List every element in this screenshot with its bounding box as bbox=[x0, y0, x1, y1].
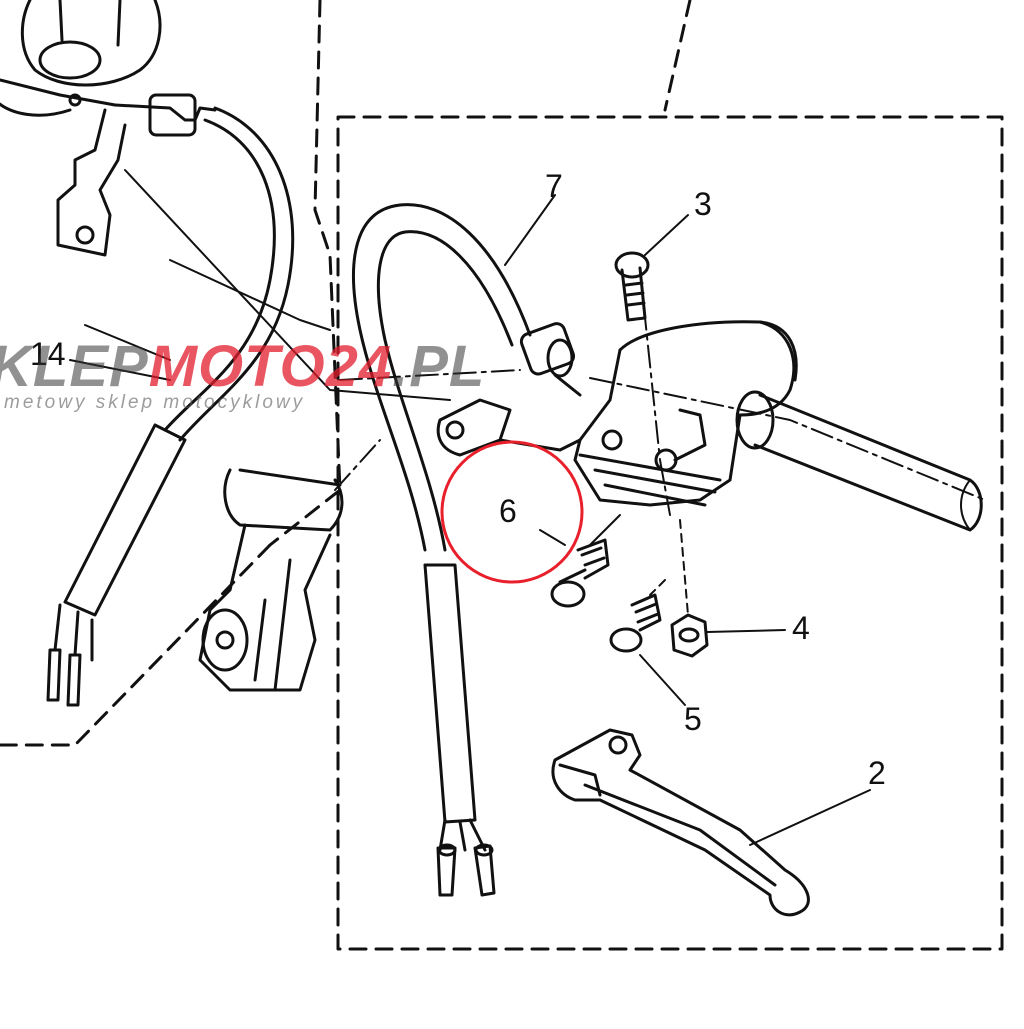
part-4-nut bbox=[670, 519, 786, 658]
part-7-switch-cable bbox=[352, 203, 582, 897]
handlebar-centerline bbox=[334, 269, 986, 516]
watermark-text-gray: KLEP bbox=[0, 334, 149, 399]
part-3-screw bbox=[614, 214, 689, 322]
callout-3: 3 bbox=[694, 186, 712, 222]
handlebar-grip bbox=[735, 390, 983, 532]
lever-holder bbox=[436, 320, 798, 507]
part-2-lever bbox=[551, 728, 871, 917]
part-6-screw bbox=[539, 514, 621, 608]
part-7-leader bbox=[504, 194, 556, 266]
left-cable bbox=[46, 93, 295, 707]
watermark-logo: KLEPMOTO24.PL bbox=[0, 338, 485, 396]
highlight-circle bbox=[440, 440, 584, 584]
left-leader-lines bbox=[84, 169, 451, 401]
callout-14: 14 bbox=[30, 336, 66, 372]
callout-4: 4 bbox=[792, 610, 810, 646]
left-assembly-boundary bbox=[0, 0, 692, 747]
watermark-tagline: metowy sklep motocyklowy bbox=[4, 392, 306, 413]
part-5-screw bbox=[609, 579, 686, 706]
exploded-group-box bbox=[336, 115, 1004, 951]
watermark-text-red: MOTO24 bbox=[148, 334, 393, 399]
callout-6: 6 bbox=[499, 493, 517, 529]
callout-2: 2 bbox=[868, 755, 886, 791]
left-switch-housing bbox=[0, 0, 162, 257]
callout-7: 7 bbox=[545, 168, 563, 204]
part-14-leader bbox=[69, 359, 171, 381]
watermark-text-suffix: .PL bbox=[392, 334, 486, 399]
left-lever-bracket bbox=[198, 468, 344, 692]
callout-5: 5 bbox=[684, 701, 702, 737]
